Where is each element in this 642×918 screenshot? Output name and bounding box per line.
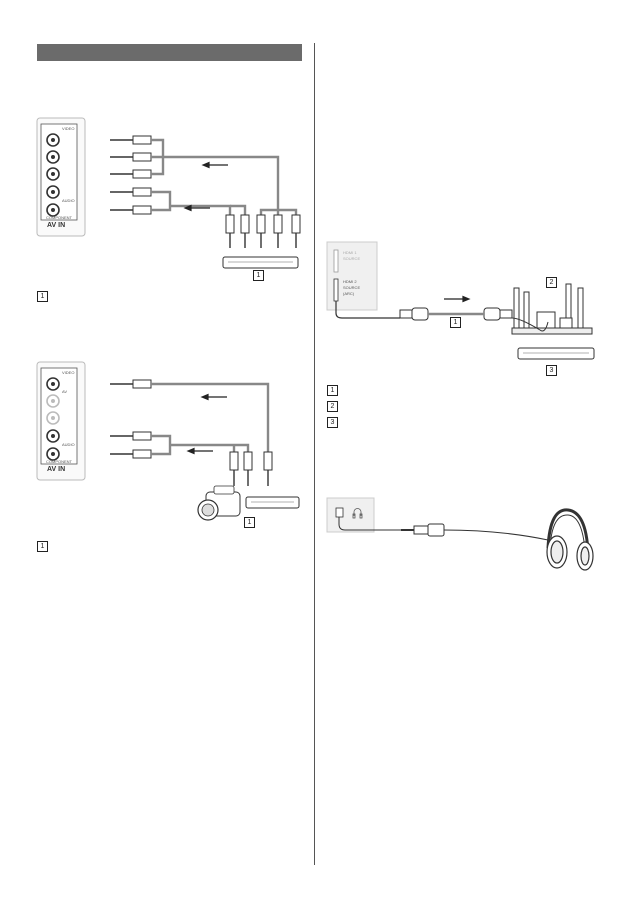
panel3-label-source1: SOURCE <box>343 256 361 261</box>
section-header-bar <box>37 44 302 61</box>
legend-marker-1b: 1 <box>37 541 48 552</box>
panel2-av-in-label: AV IN <box>47 466 66 473</box>
column-divider <box>314 43 315 865</box>
device-marker-3: 3 <box>546 365 557 376</box>
panel3-label-hdmi2: HDMI 2 <box>343 279 357 284</box>
panel2-label-component: COMPONENT <box>46 459 72 464</box>
panel1-label-audio: AUDIO <box>62 198 75 203</box>
cable-marker-1: 1 <box>450 317 461 328</box>
panel3-label-source2: SOURCE <box>343 285 361 290</box>
panel1-label-component: COMPONENT <box>46 215 72 220</box>
panel3-label-arc: (ARC) <box>343 291 355 296</box>
legend-marker-1: 1 <box>37 291 48 302</box>
legend-marker-2: 2 <box>327 401 338 412</box>
camcorder-icon <box>197 485 241 521</box>
headphone-jack-icon <box>352 508 363 519</box>
panel2-label-av: AV <box>62 389 68 394</box>
speaker-system-icon <box>511 283 593 335</box>
player-device-icon <box>245 496 300 509</box>
device-marker-1: 1 <box>253 270 264 281</box>
panel1-label-video: VIDEO <box>62 126 75 131</box>
device-marker-2: 2 <box>546 277 557 288</box>
panel2-label-video: VIDEO <box>62 370 75 375</box>
panel2-label-audio: AUDIO <box>62 442 75 447</box>
legend-marker-3: 3 <box>327 417 338 428</box>
legend-marker-1c: 1 <box>327 385 338 396</box>
panel1-av-in-label: AV IN <box>47 222 66 229</box>
headphones-icon <box>546 508 594 571</box>
device-marker-1b: 1 <box>244 517 255 528</box>
panel3-label-hdmi1: HDMI 1 <box>343 250 357 255</box>
